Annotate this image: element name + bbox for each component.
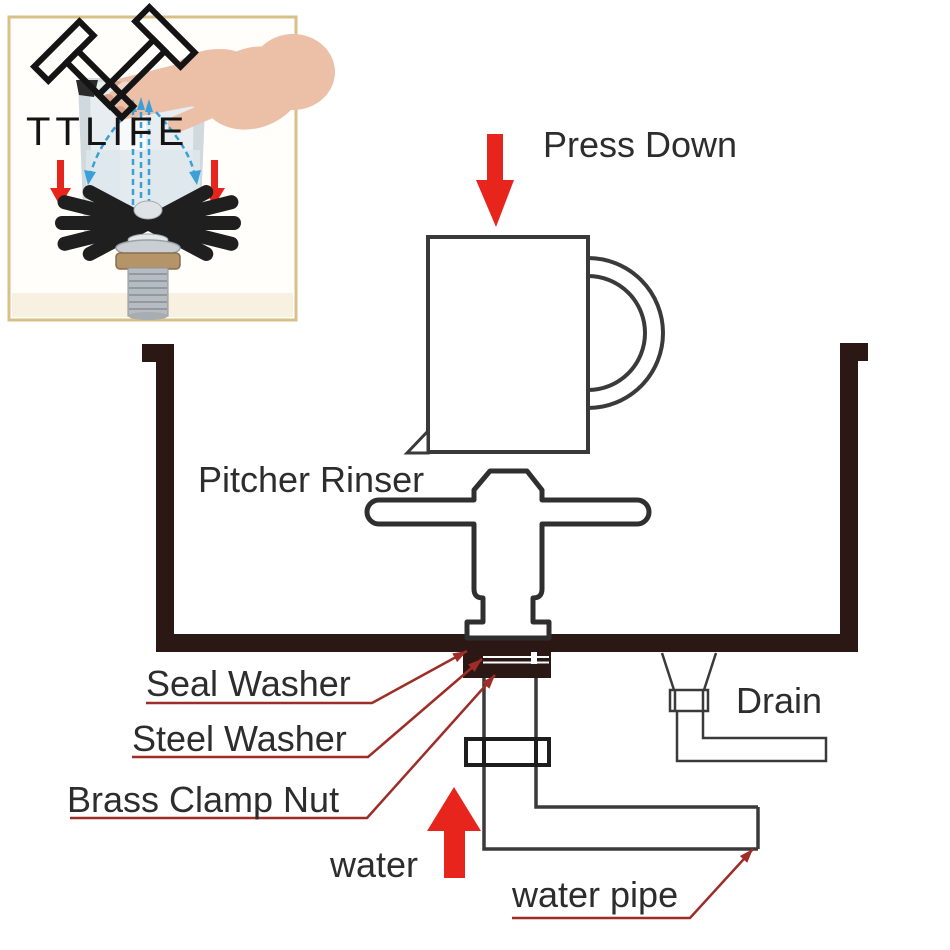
sprayer-center (133, 200, 163, 220)
cup-body (426, 235, 590, 454)
threaded-tube (127, 267, 169, 317)
brass-ring (115, 252, 181, 270)
water-pipe-label: water pipe (512, 874, 679, 915)
sink-counter (142, 343, 868, 652)
cup-spout-triangle (403, 427, 430, 455)
leader-lines (70, 649, 754, 920)
seal-washer-label: Seal Washer (146, 663, 351, 704)
pitcher-rinser-body (364, 468, 652, 641)
press-down-arrow-icon (476, 134, 514, 227)
brass-clamp-nut-leader (70, 674, 496, 820)
seal-washer-leader (146, 649, 468, 705)
press-down-label: Press Down (543, 124, 738, 165)
supply-shank-and-pipe (482, 678, 760, 851)
brass-clamp-nut-label: Brass Clamp Nut (67, 779, 340, 820)
brand-logo-text: TTLIFE (26, 110, 190, 154)
rinser-spokes (55, 185, 241, 261)
hand (102, 34, 335, 133)
steel-washer-leader (132, 658, 483, 759)
drain-assembly (660, 652, 828, 763)
sink-right-lip (840, 343, 868, 361)
drain-label: Drain (736, 680, 823, 721)
crossed-hammers-logo-icon (29, 2, 199, 122)
water-label: water (330, 844, 419, 885)
inset-fitting (115, 233, 181, 320)
inset-photo (7, 2, 335, 322)
steel-washer-label: Steel Washer (132, 718, 347, 759)
drain-funnel (660, 652, 676, 691)
water-pipe-leader (512, 848, 754, 920)
drain-coupling (668, 688, 710, 713)
pitcher-rinser-label: Pitcher Rinser (198, 459, 425, 500)
clamp-nut (464, 737, 551, 767)
water-up-arrow-icon (427, 787, 481, 878)
counter-top (156, 634, 858, 652)
sink-right-wall (840, 343, 858, 652)
sink-left-wall (156, 344, 174, 652)
drain-pipe (675, 711, 828, 763)
